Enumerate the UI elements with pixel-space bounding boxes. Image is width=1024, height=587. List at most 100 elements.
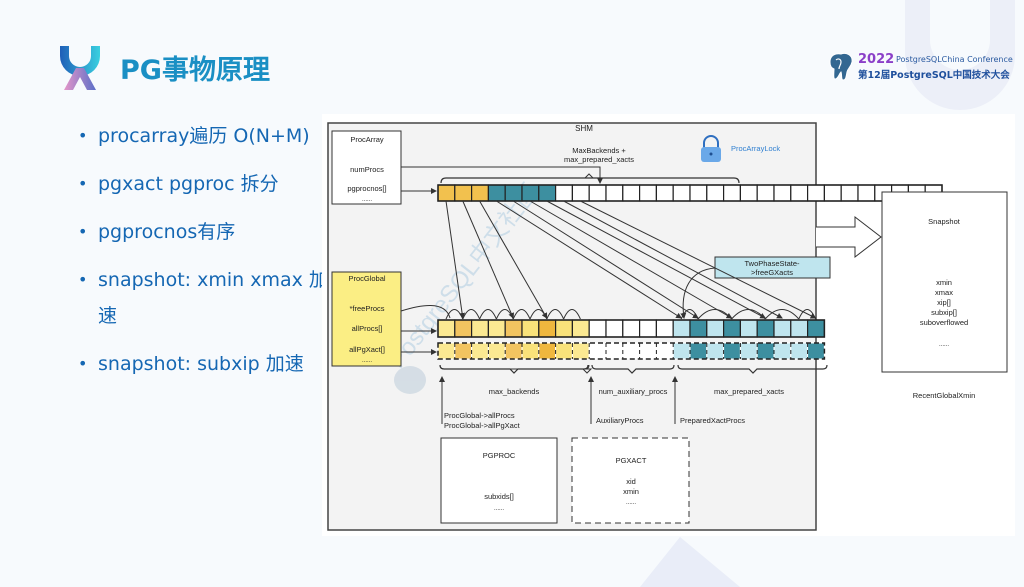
- pgxact-cell: [689, 342, 708, 360]
- procno-link-arrow: [462, 200, 514, 319]
- bullet-item: pgprocnos有序: [78, 214, 328, 250]
- freegxacts-arc: [798, 309, 817, 320]
- pgxact-cell: [504, 342, 523, 360]
- lock-label: ProcArrayLock: [731, 144, 780, 153]
- procno-cell: [806, 184, 825, 202]
- pgxact-cell-outline: [437, 342, 826, 360]
- pgxact-cell: [622, 342, 641, 360]
- pgxact-cell: [655, 342, 674, 360]
- procno-cell: [487, 184, 506, 202]
- bullet-item: pgxact pgproc 拆分: [78, 166, 328, 202]
- pgproc-cell: [571, 319, 590, 338]
- procno-cell: [504, 184, 523, 202]
- background-decoration-inner: [930, 0, 990, 70]
- freeprocs-arc: [512, 309, 531, 320]
- procno-cell: [454, 184, 473, 202]
- conference-name-cn: 第12届PostgreSQL中国技术大会: [858, 70, 1010, 81]
- pgproc-cell: [739, 319, 758, 338]
- pgxact-cell: [672, 342, 691, 360]
- pgproc-field: subxids[]: [484, 492, 514, 501]
- freeprocs-arc: [479, 309, 497, 320]
- pgxact-field: ......: [626, 500, 636, 506]
- procno-cell: [706, 184, 725, 202]
- freegxacts-arc: [731, 309, 766, 320]
- procno-cell: [655, 184, 674, 202]
- pgxact-cell: [555, 342, 573, 360]
- pgxact-cell: [773, 342, 792, 360]
- segment-max-prepared-xacts: max_prepared_xacts: [714, 387, 784, 396]
- procglobal-field: ......: [362, 358, 372, 364]
- procno-cell: [773, 184, 792, 202]
- pgproc-cell: [655, 319, 674, 338]
- procno-cell: [739, 184, 758, 202]
- pgproc-cell: [622, 319, 641, 338]
- procno-cell: [521, 184, 540, 202]
- procarray-title: ProcArray: [350, 135, 384, 144]
- segment-max-backends: max_backends: [489, 387, 540, 396]
- pgxact-cell: [571, 342, 590, 360]
- procglobal-field: allProcs[]: [352, 324, 383, 333]
- pgxact-cell: [538, 342, 557, 360]
- pgproc-cell: [756, 319, 775, 338]
- allpgxact-array: [437, 342, 826, 360]
- procno-cell: [689, 184, 708, 202]
- pgxact-cell: [723, 342, 741, 360]
- pointer-allpgxact: ProcGlobal->allPgXact: [444, 421, 521, 430]
- pgproc-cell: [638, 319, 657, 338]
- freeprocs-arc: [462, 309, 481, 320]
- pgproc-cell: [471, 319, 490, 338]
- pgxact-cell: [605, 342, 624, 360]
- bullet-item: snapshot: xmin xmax 加速: [78, 262, 328, 334]
- procglobal-field: *freeProcs: [349, 304, 384, 313]
- freeprocs-arc: [495, 309, 514, 320]
- procno-link-arrow: [445, 200, 466, 319]
- snapshot-box: [881, 191, 1008, 373]
- pgxact-cell: [487, 342, 506, 360]
- twophase-label: TwoPhaseState-: [744, 259, 800, 268]
- shm-label: SHM: [575, 124, 593, 133]
- procarray-field: pgprocnos[]: [347, 184, 386, 193]
- freegxacts-arc: [764, 309, 800, 320]
- procno-cell: [790, 184, 809, 202]
- procno-cell: [756, 184, 775, 202]
- pgxact-cell: [756, 342, 775, 360]
- pgxact-title: PGXACT: [616, 456, 647, 465]
- freegxacts-arc: [697, 309, 732, 320]
- pgproc-cell: [454, 319, 473, 338]
- procarray-field: numProcs: [350, 165, 384, 174]
- procno-link-arrow: [546, 200, 767, 319]
- pgproc-cell: [437, 319, 456, 338]
- procno-cell: [554, 184, 573, 202]
- procarray-box: [331, 130, 402, 205]
- pgproc-cell: [773, 319, 792, 338]
- pgproc-cell: [722, 319, 741, 338]
- procglobal-box: [331, 271, 402, 367]
- procno-cell: [857, 184, 876, 202]
- pointer-allprocs: ProcGlobal->allProcs: [444, 411, 515, 420]
- pgproc-field: ......: [494, 506, 504, 512]
- pgproc-cell: [689, 319, 708, 338]
- maxbackends-label-2: max_prepared_xacts: [564, 155, 634, 164]
- page-title: PG事物原理: [120, 55, 270, 86]
- procno-cell: [605, 184, 624, 202]
- conference-name-en: PostgreSQLChina Conference: [896, 55, 1013, 64]
- pgproc-cell: [672, 319, 691, 338]
- procno-link-arrow: [563, 200, 783, 319]
- procno-link-arrow: [496, 200, 683, 319]
- freeprocs-arc: [563, 309, 581, 320]
- pgxact-box: [571, 437, 690, 524]
- recent-global-xmin: RecentGlobalXmin: [913, 391, 976, 400]
- pointer-auxiliary: AuxiliaryProcs: [596, 416, 644, 425]
- procno-cell: [437, 184, 456, 202]
- snapshot-arrow: [816, 215, 882, 259]
- pgxact-cell: [639, 342, 657, 360]
- snapshot-field: xmax: [935, 288, 953, 297]
- snapshot-field: xip[]: [937, 298, 951, 307]
- pgxact-field: xmin: [623, 487, 639, 496]
- pgxact-cell: [471, 342, 489, 360]
- pgproc-cell: [538, 319, 557, 338]
- lock-icon: [701, 135, 721, 162]
- procno-link-arrow: [512, 200, 699, 319]
- procarray-field: ......: [362, 197, 372, 203]
- pgxact-cell: [706, 342, 725, 360]
